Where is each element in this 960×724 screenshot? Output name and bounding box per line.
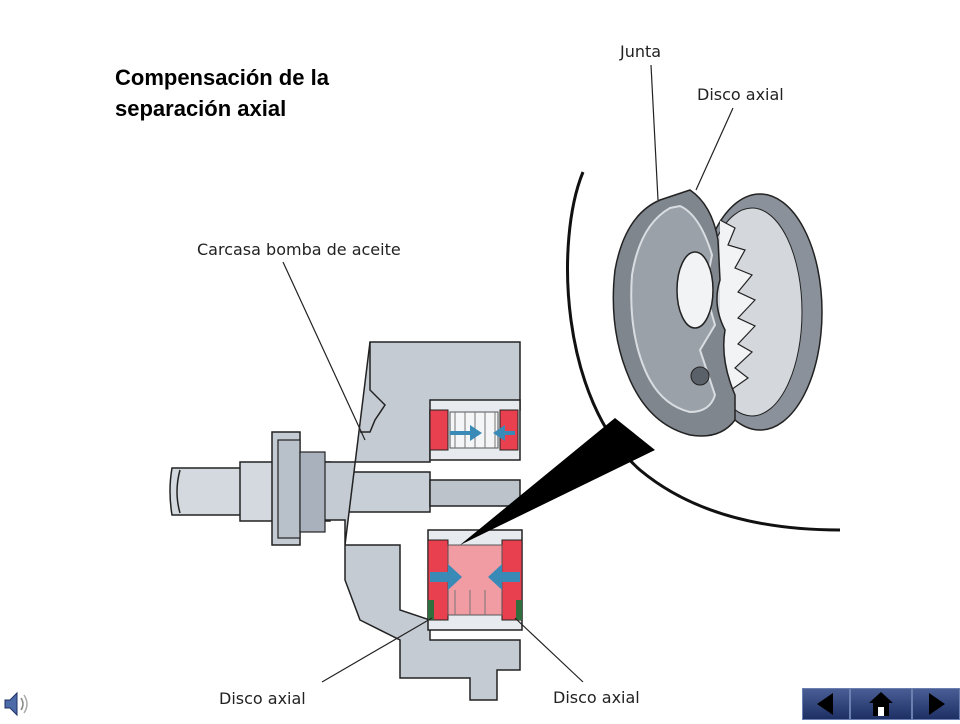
shaft <box>169 461 521 522</box>
label-junta: Junta <box>620 42 662 61</box>
arrow-left-small <box>493 425 515 441</box>
home-icon <box>869 692 893 716</box>
upper-pump-gears <box>429 399 521 461</box>
arrow-right-large <box>430 564 462 590</box>
next-slide-button[interactable] <box>912 688 960 720</box>
label-disco-axial-top: Disco axial <box>697 85 784 104</box>
title-line-2: separación axial <box>115 96 287 121</box>
arrow-right-small <box>450 425 482 441</box>
zoomed-gear-assembly <box>612 189 823 437</box>
leader-lines <box>282 64 734 683</box>
label-disco-axial-bottom-left: Disco axial <box>219 689 306 708</box>
zoom-wedge <box>460 418 655 545</box>
home-button[interactable] <box>850 688 912 720</box>
triangle-left-icon <box>817 693 833 715</box>
prev-slide-button[interactable] <box>802 688 850 720</box>
label-carcasa: Carcasa bomba de aceite <box>197 240 401 259</box>
speaker-icon[interactable] <box>2 689 34 719</box>
arrow-left-large <box>488 564 520 590</box>
lower-pump-gears <box>427 529 523 631</box>
triangle-right-icon <box>929 693 945 715</box>
title-line-1: Compensación de la <box>115 65 329 90</box>
label-disco-axial-bottom-right: Disco axial <box>553 688 640 707</box>
page-title: Compensación de la separación axial <box>115 62 329 124</box>
oil-pump-housing <box>271 341 521 701</box>
